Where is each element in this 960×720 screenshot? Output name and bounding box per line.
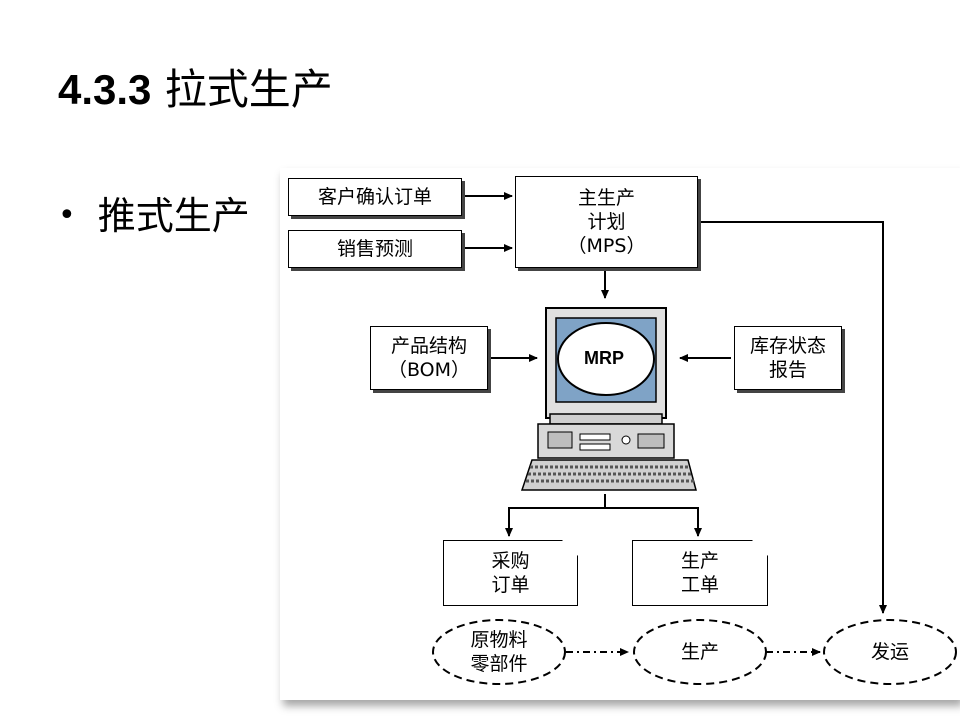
arrow-mrp-to-outputs [505, 494, 606, 537]
customer-order-label: 客户确认订单 [317, 186, 432, 208]
sales-forecast-box: 销售预测 [288, 230, 462, 268]
materials-line1: 原物料 [470, 629, 528, 651]
bullet-dot-icon: • [58, 198, 76, 233]
title-number: 4.3.3 [58, 66, 152, 113]
sales-forecast-label: 销售预测 [336, 238, 413, 260]
arrow-mps-to-shipping [699, 221, 887, 614]
inventory-box: 库存状态 报告 [734, 326, 842, 390]
purchase-order-doc: 采购 订单 [443, 540, 578, 606]
inventory-label-line1: 库存状态 [749, 335, 826, 357]
customer-order-box: 客户确认订单 [288, 178, 462, 216]
bullet-text: 推式生产 [97, 194, 250, 238]
shipping-label: 发运 [824, 620, 956, 684]
mps-label-line3: （MPS） [567, 235, 646, 257]
push-production-diagram: 客户确认订单 销售预测 主生产 计划 （MPS） 产品结构 （BOM） 库存状态… [280, 168, 960, 700]
inventory-label-line2: 报告 [768, 359, 807, 381]
oval-shipping [823, 619, 957, 685]
mrp-label: MRP [584, 348, 624, 368]
materials-line2: 零部件 [470, 653, 528, 675]
work-order-line1: 生产 [680, 550, 719, 572]
mps-label-line2: 计划 [587, 211, 626, 233]
bom-label-line1: 产品结构 [390, 335, 467, 357]
arrow-mrp-to-work-order [605, 507, 702, 537]
purchase-order-line2: 订单 [491, 574, 530, 596]
production-label: 生产 [634, 620, 766, 684]
purchase-order-line1: 采购 [491, 550, 530, 572]
production-text: 生产 [680, 641, 719, 663]
work-order-doc: 生产 工单 [632, 540, 768, 606]
bom-box: 产品结构 （BOM） [370, 326, 488, 390]
bullet-item: • 推式生产 [58, 190, 250, 242]
computer-icon [520, 307, 697, 491]
slide-title: 4.3.3 拉式生产 [58, 62, 333, 118]
bom-label-line2: （BOM） [387, 359, 471, 381]
work-order-line2: 工单 [680, 574, 719, 596]
materials-label: 原物料 零部件 [433, 620, 565, 684]
oval-production [633, 619, 767, 685]
title-text: 拉式生产 [164, 65, 333, 114]
mps-label-line1: 主生产 [577, 187, 635, 209]
diagram-connectors [432, 192, 957, 685]
shipping-text: 发运 [870, 641, 909, 663]
mps-box: 主生产 计划 （MPS） [515, 176, 698, 268]
oval-materials [432, 619, 566, 685]
